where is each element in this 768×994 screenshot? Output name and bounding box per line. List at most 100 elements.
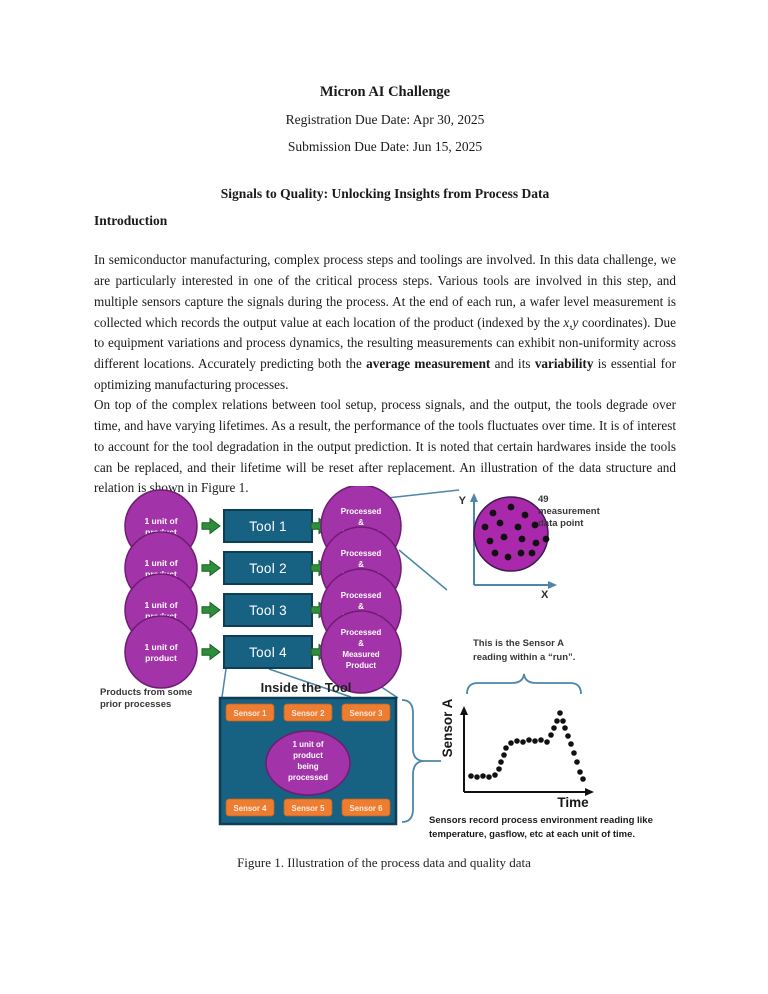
sensor-chip — [283, 703, 333, 722]
reading-dot-icon — [562, 725, 568, 731]
sensor-chip-label: Sensor 2 — [292, 709, 326, 718]
run-callout-text: This is the Sensor A — [473, 638, 564, 649]
measurement-dot-icon — [491, 549, 499, 557]
processed-circle-label: & — [358, 639, 364, 648]
processing-circle-label: product — [293, 751, 323, 760]
processed-circle-label: Measured — [342, 650, 379, 659]
reading-dot-icon — [560, 718, 566, 724]
sensor-chip — [283, 798, 333, 817]
submission-due-date: Submission Due Date: Jun 15, 2025 — [287, 139, 483, 154]
wafer-x-arrow-icon — [548, 581, 557, 589]
paragraph-1: In semiconductor manufacturing, complex … — [94, 252, 676, 392]
flow-arrow-icon — [201, 601, 221, 619]
callout-lines — [221, 489, 460, 699]
time-axis-label: Time — [557, 795, 589, 810]
product-circle-label: product — [145, 653, 177, 663]
intro-heading: Introduction — [94, 213, 168, 228]
flow-arrow-icon — [201, 517, 221, 535]
sensor-trace-chart: This is the Sensor A reading within a “r… — [429, 638, 653, 840]
tool-label: Tool 1 — [249, 519, 287, 534]
tool-label: Tool 4 — [249, 645, 287, 660]
inside-tool-panel: Inside the Tool Sensor 1 Sensor 2 Sensor 3… — [218, 680, 441, 826]
sensor-chip-label: Sensor 3 — [350, 709, 384, 718]
wafer-callout-line-top — [386, 489, 460, 499]
reading-dot-icon — [492, 772, 498, 778]
tool-box — [223, 509, 313, 543]
sensor-chip — [225, 703, 275, 722]
measurement-dot-icon — [496, 519, 504, 527]
right-brace-icon — [401, 699, 424, 823]
tool-label: Tool 2 — [249, 561, 287, 576]
product-circle-label: 1 unit of — [144, 642, 177, 652]
figure-caption: Figure 1. Illustration of the process da… — [237, 855, 531, 870]
wafer-legend-line: data point — [538, 518, 584, 529]
reading-dot-icon — [486, 774, 492, 780]
tool-zoom-line-right — [268, 668, 352, 698]
product-circle-label: 1 unit of — [144, 516, 177, 526]
processing-circle-label: 1 unit of — [292, 740, 323, 749]
sensor-chip-label: Sensor 6 — [350, 804, 384, 813]
reading-dot-icon — [532, 738, 538, 744]
reading-dot-icon — [520, 739, 526, 745]
paragraph-2: On top of the complex relations between … — [94, 397, 676, 496]
reading-dot-icon — [565, 733, 571, 739]
wafer-legend-line: measurement — [538, 506, 601, 517]
reading-dot-icon — [501, 752, 507, 758]
reading-dot-icon — [551, 725, 557, 731]
processed-circle-label: Processed — [341, 507, 382, 516]
measurement-dot-icon — [518, 535, 526, 543]
processed-circle — [320, 610, 402, 694]
sensor-note: Sensors record process environment readi… — [429, 815, 653, 826]
reading-dot-icon — [574, 759, 580, 765]
product-circle — [124, 615, 198, 689]
processed-circle-label: & — [358, 602, 364, 611]
processed-circle-label: Processed — [341, 549, 382, 558]
measurement-dot-icon — [486, 537, 494, 545]
reading-dot-icon — [554, 718, 560, 724]
sensor-chip — [341, 703, 391, 722]
section-title: Signals to Quality: Unlocking Insights f… — [220, 186, 550, 201]
measurement-dot-icon — [514, 523, 522, 531]
source-note: prior processes — [100, 699, 171, 710]
wafer-measurement-dots — [481, 503, 540, 561]
wafer-map: Y X 49 measurement data point — [459, 493, 601, 601]
measurement-dot-icon — [531, 521, 539, 529]
reading-dot-icon — [544, 739, 550, 745]
tool-box — [223, 593, 313, 627]
reading-dot-icon — [548, 732, 554, 738]
legend-dot-icon — [542, 535, 550, 543]
reading-dot-icon — [474, 774, 480, 780]
processed-circle-label: Processed — [341, 591, 382, 600]
reading-dot-icon — [514, 738, 520, 744]
wafer-x-label: X — [541, 589, 549, 601]
measurement-dot-icon — [507, 503, 515, 511]
page-title: Micron AI Challenge — [319, 84, 451, 100]
reading-dot-icon — [568, 741, 574, 747]
sensor-note: temperature, gasflow, etc at each unit o… — [429, 829, 635, 840]
reading-dot-icon — [498, 759, 504, 765]
measurement-dot-icon — [532, 539, 540, 547]
sensor-chip — [341, 798, 391, 817]
wafer-y-label: Y — [459, 495, 467, 507]
reading-dot-icon — [508, 740, 514, 746]
sensor-chip-label: Sensor 1 — [234, 709, 268, 718]
trace-x-arrow-icon — [585, 788, 594, 796]
product-circle-label: 1 unit of — [144, 600, 177, 610]
tool-box — [223, 551, 313, 585]
measurement-dot-icon — [489, 509, 497, 517]
wafer-legend-line: 49 — [538, 494, 549, 505]
trace-y-arrow-icon — [460, 706, 468, 715]
processed-circle-label: Processed — [341, 628, 382, 637]
top-brace-icon — [466, 673, 582, 695]
reading-dot-icon — [468, 773, 474, 779]
reading-dot-icon — [557, 710, 563, 716]
tool-label: Tool 3 — [249, 603, 287, 618]
wafer-y-arrow-icon — [470, 493, 478, 502]
inside-tool-title: Inside the Tool — [261, 680, 352, 695]
measurement-dot-icon — [504, 553, 512, 561]
reading-dot-icon — [526, 737, 532, 743]
product-being-processed-circle — [265, 730, 351, 796]
